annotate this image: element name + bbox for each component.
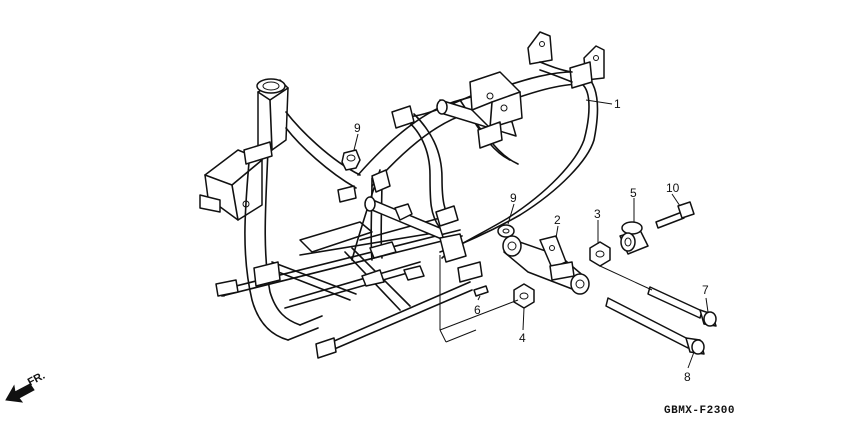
part-7-bolt — [647, 286, 717, 327]
callout-3: 3 — [594, 207, 601, 221]
leader-lines — [353, 99, 709, 369]
part-5-bushing — [619, 221, 649, 255]
diagram-code: GBMX-F2300 — [664, 405, 735, 417]
callout-6: 6 — [474, 303, 481, 317]
callout-5: 5 — [630, 186, 637, 200]
part-3-nut — [589, 241, 611, 267]
callout-9-lower: 9 — [510, 191, 517, 205]
callout-8: 8 — [684, 370, 691, 384]
part-10-bolt — [655, 201, 695, 229]
callout-9-upper: 9 — [354, 121, 361, 135]
part-8-bolt — [605, 297, 705, 355]
part-4-nut — [513, 283, 535, 309]
callout-1: 1 — [614, 97, 621, 111]
part-6-screw — [457, 261, 489, 297]
callout-4: 4 — [519, 331, 526, 345]
part-9-collar-lower — [497, 224, 515, 238]
part-9-collar-upper — [341, 149, 361, 171]
frame-body — [199, 31, 605, 359]
front-direction-arrow: FR. — [5, 370, 47, 403]
front-direction-label: FR. — [26, 370, 47, 389]
callout-2: 2 — [554, 213, 561, 227]
callout-10: 10 — [666, 181, 680, 195]
part-2-engine-hanger — [502, 235, 590, 295]
callout-7: 7 — [702, 283, 709, 297]
